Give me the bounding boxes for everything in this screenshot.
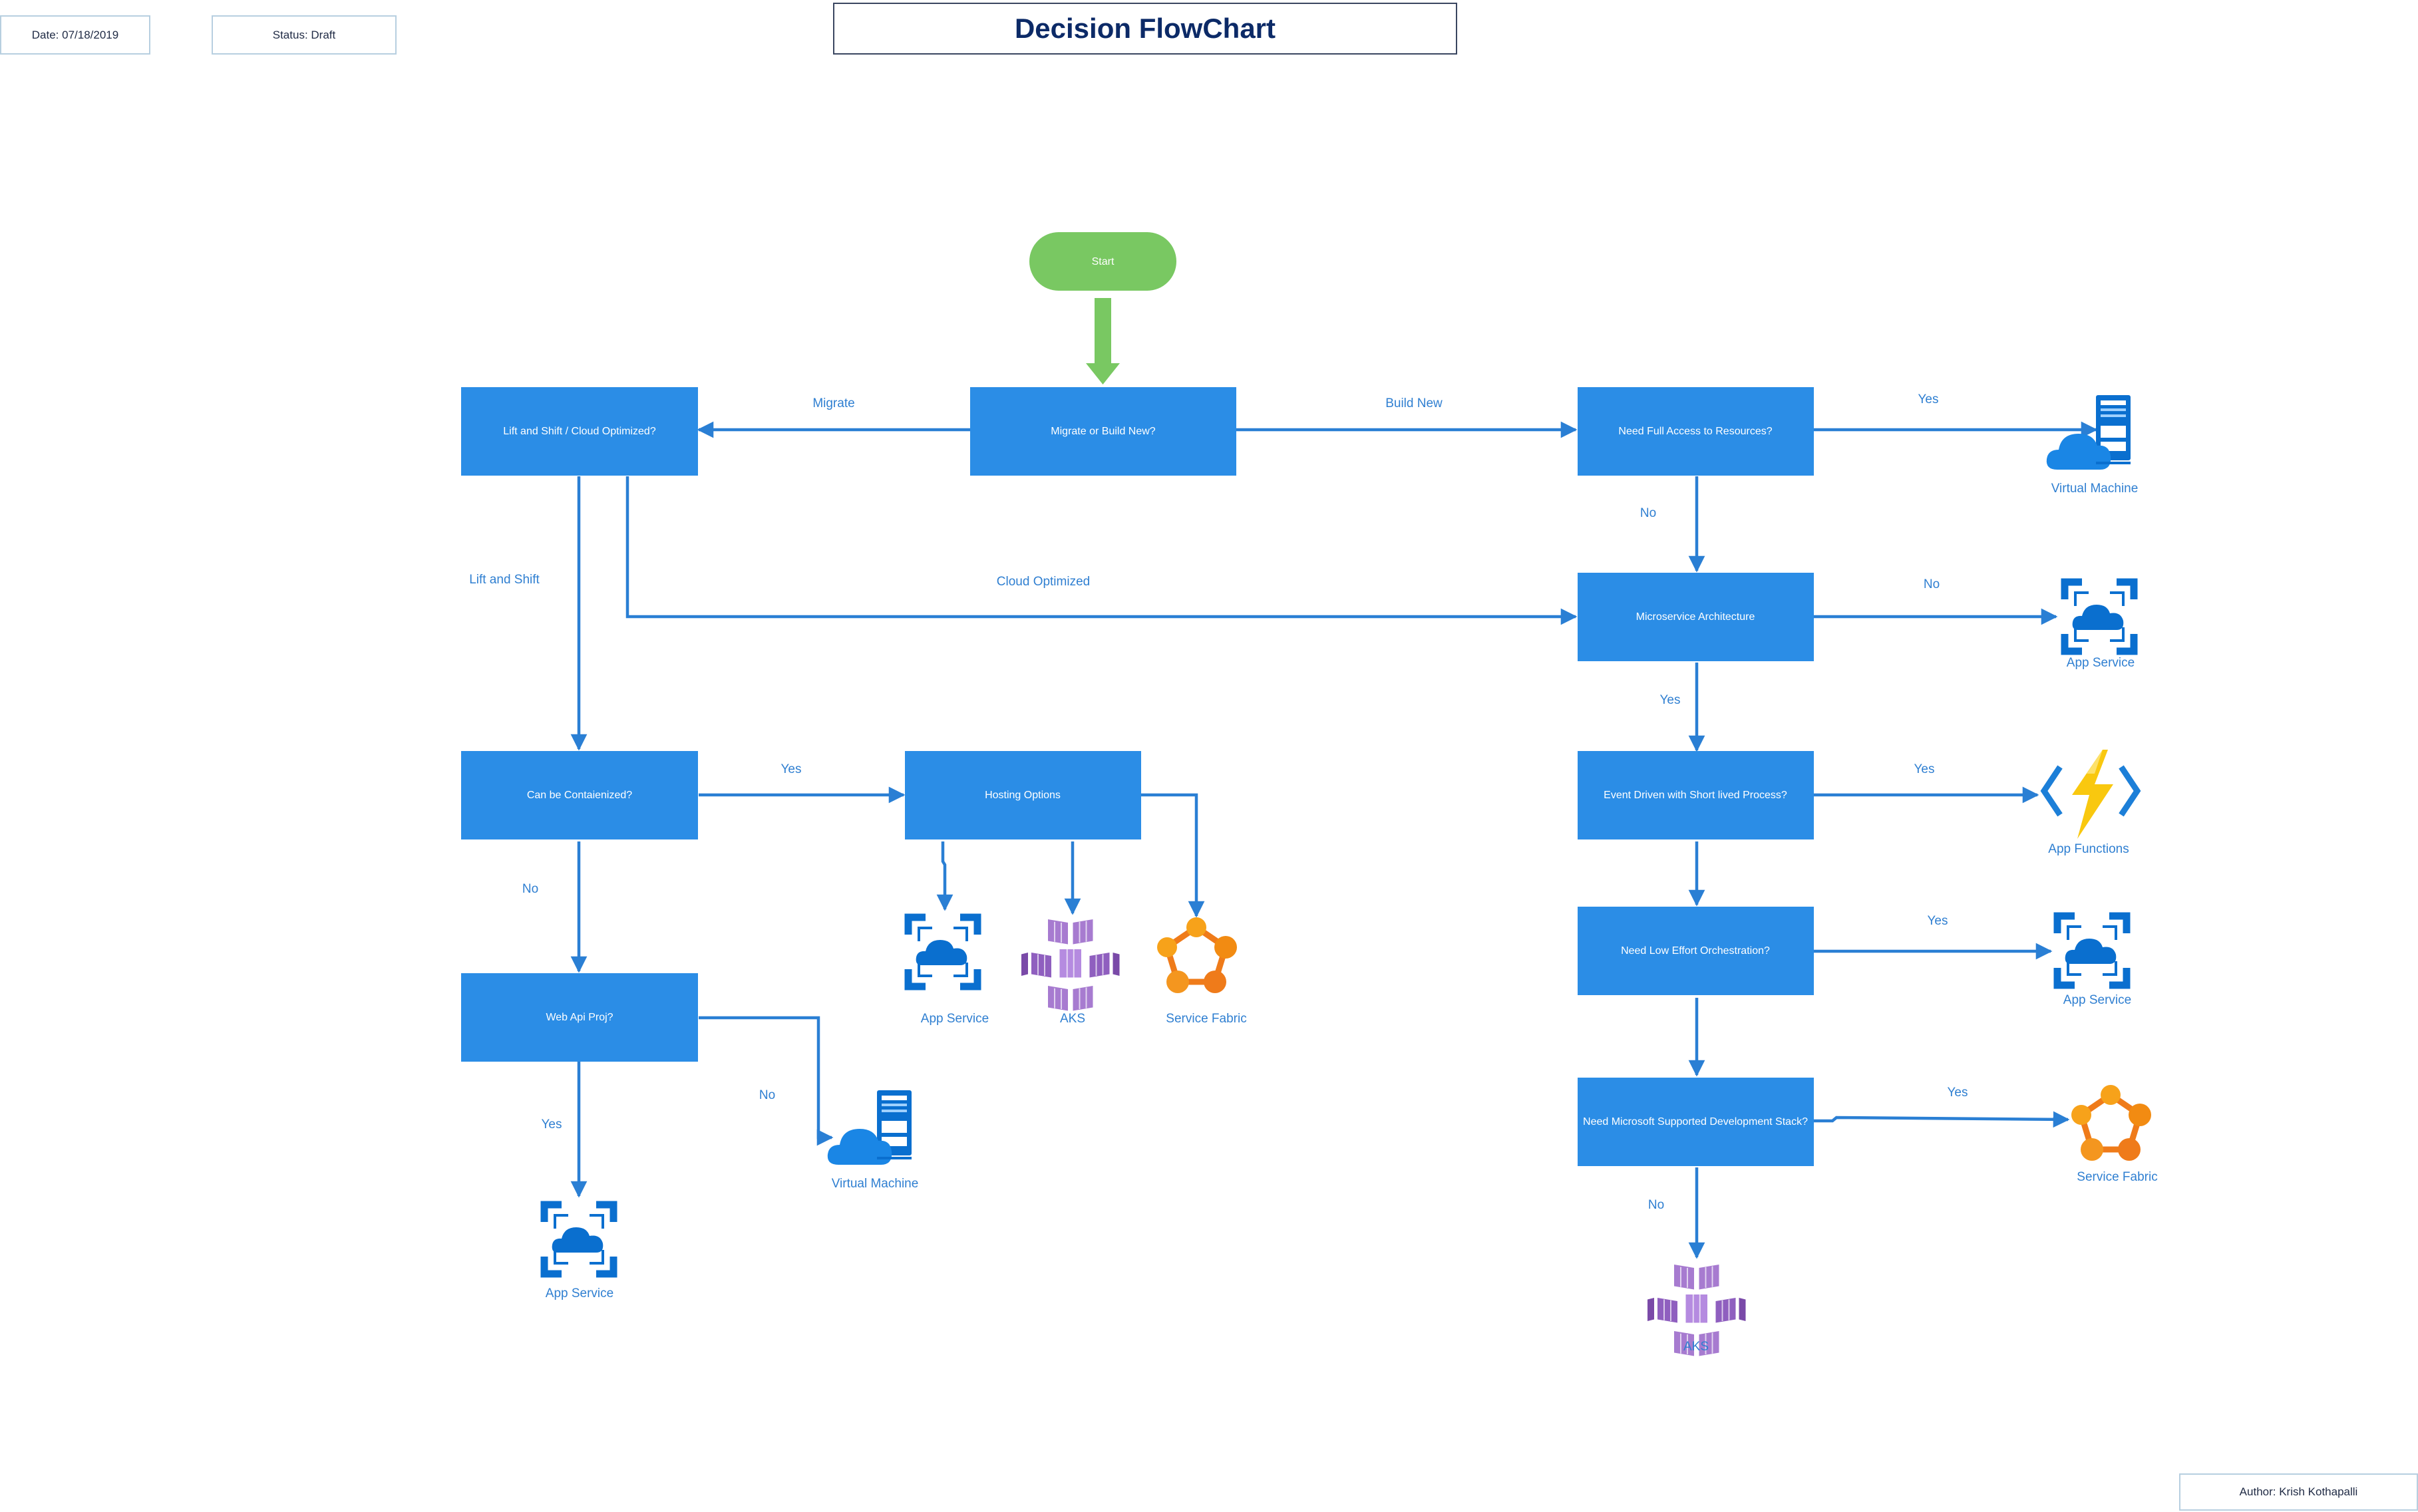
edge-label-lift-and-shift: Lift and Shift	[469, 573, 540, 587]
node-lift-or-cloud-label: Lift and Shift / Cloud Optimized?	[503, 426, 656, 437]
app-service-icon	[2065, 582, 2134, 651]
status-label: Status: Draft	[272, 28, 336, 41]
start-label: Start	[1092, 256, 1115, 267]
service-fabric-icon	[1157, 917, 1237, 993]
node-hosting-label: Hosting Options	[985, 790, 1061, 801]
edge-label-micro-yes: Yes	[1660, 693, 1681, 707]
node-hosting: Hosting Options	[905, 751, 1141, 839]
service-icons: Virtual Machine App Service App Function…	[544, 395, 2158, 1357]
appsvc-webapi-label: App Service	[546, 1286, 613, 1300]
edge-label-stack-yes: Yes	[1948, 1086, 1968, 1100]
node-web-api: Web Api Proj?	[461, 973, 698, 1062]
edge-label-orch-yes: Yes	[1928, 914, 1948, 928]
edge-label-contain-yes: Yes	[781, 762, 802, 776]
sf-host-label: Service Fabric	[1166, 1012, 1246, 1026]
edge-stack-yes	[1814, 1111, 2070, 1128]
app-service-icon	[908, 917, 977, 986]
edge-host-appsvc	[936, 841, 953, 911]
edge-label-cloud-optimized: Cloud Optimized	[997, 575, 1090, 589]
virtual-machine-icon	[827, 1090, 912, 1165]
node-ms-stack-label: Need Microsoft Supported Development Sta…	[1583, 1116, 1808, 1128]
edge-cloud-optimized	[625, 476, 1578, 625]
node-microservice: Microservice Architecture	[1578, 573, 1814, 661]
aks-icon	[1021, 919, 1121, 1012]
node-event-driven-label: Event Driven with Short lived Process?	[1604, 790, 1787, 801]
edge-label-migrate: Migrate	[812, 396, 854, 410]
edges	[570, 298, 2098, 1259]
virtual-machine-icon	[2046, 395, 2131, 470]
app-service-icon	[544, 1205, 613, 1274]
date-label: Date: 07/18/2019	[31, 28, 119, 41]
node-low-effort-label: Need Low Effort Orchestration?	[1621, 945, 1770, 957]
author-label: Author: Krish Kothapalli	[2239, 1485, 2358, 1498]
node-full-access: Need Full Access to Resources?	[1578, 387, 1814, 476]
node-ms-stack: Need Microsoft Supported Development Sta…	[1578, 1078, 1814, 1166]
edge-label-webapi-yes: Yes	[542, 1118, 562, 1132]
node-lift-or-cloud: Lift and Shift / Cloud Optimized?	[461, 387, 698, 476]
start-arrow	[1086, 298, 1120, 384]
node-migrate-or-build: Migrate or Build New?	[970, 387, 1236, 476]
edge-label-webapi-no: No	[759, 1088, 775, 1102]
edge-label-access-yes: Yes	[1918, 392, 1939, 406]
edge-host-sf	[1141, 793, 1205, 918]
functions-label: App Functions	[2048, 842, 2129, 856]
date-box: Date: 07/18/2019	[0, 15, 150, 55]
start-node: Start	[1029, 232, 1176, 291]
node-microservice-label: Microservice Architecture	[1636, 611, 1755, 623]
edge-label-access-no: No	[1640, 506, 1656, 520]
node-containerized: Can be Contaienized?	[461, 751, 698, 839]
node-event-driven: Event Driven with Short lived Process?	[1578, 751, 1814, 839]
node-migrate-or-build-label: Migrate or Build New?	[1051, 426, 1156, 437]
node-full-access-label: Need Full Access to Resources?	[1618, 426, 1772, 437]
appsvc-host-label: App Service	[921, 1012, 989, 1026]
node-containerized-label: Can be Contaienized?	[527, 790, 632, 801]
edge-label-stack-no: No	[1648, 1198, 1664, 1212]
page-title: Decision FlowChart	[1014, 13, 1276, 44]
edge-label-event-yes: Yes	[1914, 762, 1935, 776]
appsvc-micro-label: App Service	[2067, 656, 2135, 670]
node-low-effort: Need Low Effort Orchestration?	[1578, 907, 1814, 995]
vm-webapi-label: Virtual Machine	[832, 1177, 919, 1191]
status-box: Status: Draft	[212, 15, 397, 55]
sf-stack-label: Service Fabric	[2077, 1170, 2157, 1184]
decision-nodes: Migrate or Build New? Lift and Shift / C…	[461, 387, 1814, 1166]
edge-labels: Migrate Build New Lift and Shift Cloud O…	[469, 392, 1968, 1212]
app-functions-icon	[2044, 750, 2137, 839]
edge-webapi-no	[699, 1016, 834, 1146]
aks-stack-label: AKS	[1683, 1340, 1709, 1354]
page-title-box: Decision FlowChart	[833, 3, 1457, 55]
appsvc-orch-label: App Service	[2063, 993, 2131, 1007]
edge-label-micro-no: No	[1924, 577, 1940, 591]
author-box: Author: Krish Kothapalli	[2179, 1473, 2418, 1511]
aks-host-label: AKS	[1060, 1012, 1085, 1026]
vm-top-label: Virtual Machine	[2051, 482, 2139, 496]
edge-label-contain-no: No	[522, 882, 538, 896]
app-service-icon	[2057, 916, 2127, 985]
service-fabric-icon	[2071, 1085, 2151, 1161]
node-web-api-label: Web Api Proj?	[546, 1012, 613, 1023]
edge-label-build-new: Build New	[1385, 396, 1443, 410]
